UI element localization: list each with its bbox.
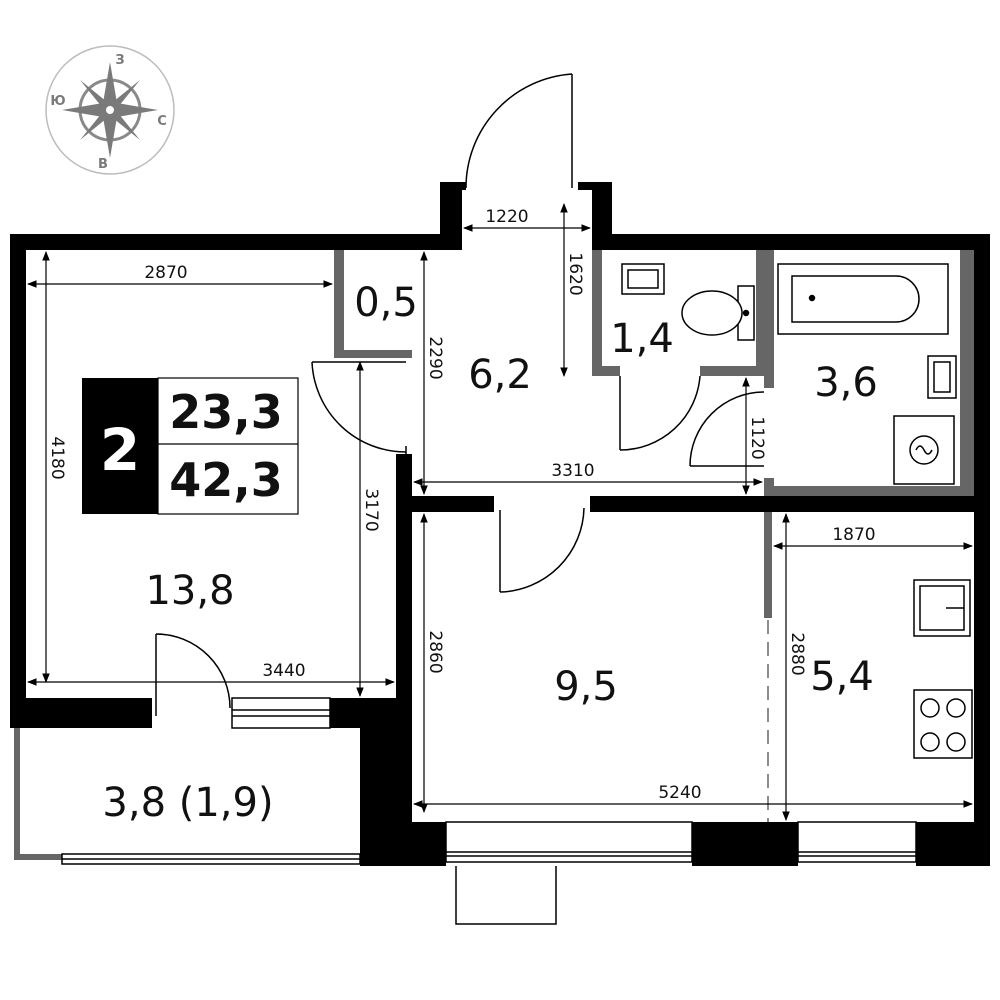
compass-south: В: [98, 157, 108, 172]
dim-living-height: 4180: [47, 436, 67, 479]
fixtures: [621, 263, 973, 759]
compass-rose-icon: [62, 62, 158, 158]
bathtub-icon: [777, 263, 949, 335]
washing-machine-icon: [893, 415, 955, 485]
windows: [61, 697, 917, 925]
dimension-lines: [27, 203, 973, 821]
toilet-icon: [681, 285, 755, 341]
dimension-labels: 2870 4180 3170 3440 1220 1620 2290 3310 …: [47, 207, 876, 803]
total-area: 42,3: [169, 453, 283, 507]
dim-bedroom-width: 5240: [658, 783, 701, 803]
compass-north: З: [115, 53, 124, 68]
area-bedroom: 9,5: [554, 664, 618, 710]
compass: З С В Ю: [45, 45, 175, 175]
rooms-count: 2: [100, 416, 140, 484]
dim-living-width-bottom: 3440: [262, 661, 305, 681]
rooms-count-box: [82, 378, 158, 514]
dim-bath-door: 1120: [747, 416, 767, 459]
compass-west: Ю: [50, 94, 65, 109]
area-hallway: 6,2: [468, 352, 532, 398]
living-area: 23,3: [169, 385, 283, 439]
outer-walls: [10, 182, 990, 866]
dim-living-inner-height: 3170: [361, 488, 381, 531]
compass-east: С: [157, 114, 167, 129]
room-labels: 13,8 0,5 6,2 1,4 3,6 9,5 5,4 3,8 (1,9): [102, 280, 877, 826]
partitions: [14, 250, 974, 860]
area-closet: 0,5: [354, 280, 418, 326]
dim-entry-depth: 1620: [565, 252, 585, 295]
area-balcony: 3,8 (1,9): [102, 780, 273, 826]
dim-hall-height: 2290: [425, 336, 445, 379]
dim-living-width-top: 2870: [144, 263, 187, 283]
dim-entry-width: 1220: [485, 207, 528, 227]
stove-icon: [913, 689, 973, 759]
dim-kitchen-height: 2880: [787, 632, 807, 675]
compass-ring: [45, 45, 175, 175]
summary-badge: 2 23,3 42,3: [82, 377, 299, 515]
area-kitchen: 5,4: [810, 654, 874, 700]
living-window: [231, 697, 331, 729]
dim-hall-width: 3310: [551, 461, 594, 481]
area-bathroom: 3,6: [814, 360, 878, 406]
area-living-room: 13,8: [145, 568, 234, 614]
dim-kitchen-width: 1870: [832, 525, 875, 545]
dim-bedroom-height: 2860: [425, 630, 445, 673]
area-box: [157, 377, 299, 515]
area-toilet: 1,4: [610, 316, 674, 362]
